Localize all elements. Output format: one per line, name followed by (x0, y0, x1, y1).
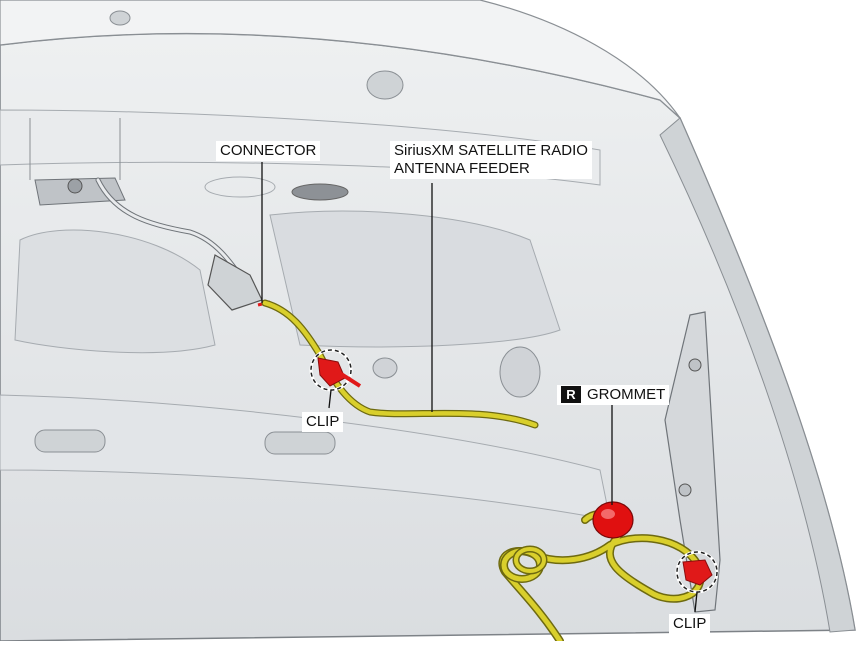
grommet (592, 501, 634, 539)
panel-slot (264, 431, 336, 455)
replace-part-badge: R (561, 386, 581, 403)
trunk-lid-side-flange (659, 117, 856, 633)
leader-clip-right (694, 591, 698, 613)
trunk-lid-rim (0, 0, 681, 119)
panel-hole (499, 346, 541, 398)
hinge-bolt (678, 483, 692, 497)
panel-hole (109, 10, 131, 26)
label-antenna-feeder: SiriusXM SATELLITE RADIO ANTENNA FEEDER (390, 141, 592, 179)
panel-slot (34, 429, 106, 453)
label-grommet: R GROMMET (557, 385, 670, 405)
panel-hole (366, 70, 404, 100)
inner-recess-left (14, 229, 216, 354)
hinge-bracket (664, 311, 721, 613)
label-clip-left: CLIP (302, 412, 344, 432)
leader-clip-left (328, 389, 332, 409)
label-grommet-text: GROMMET (587, 386, 666, 403)
clip-left (317, 357, 346, 387)
label-clip-right: CLIP (669, 614, 711, 634)
label-antenna-feeder-line1: SiriusXM SATELLITE RADIO (394, 142, 588, 159)
connector-body (207, 254, 263, 311)
panel-hole (372, 357, 398, 379)
panel-hole (204, 176, 276, 198)
inner-recess-center (269, 210, 561, 348)
clip-right (682, 559, 713, 586)
label-connector: CONNECTOR (216, 141, 321, 161)
label-antenna-feeder-line2: ANTENNA FEEDER (394, 160, 530, 177)
antenna-mount-nut (67, 178, 83, 194)
hinge-bolt (688, 358, 702, 372)
panel-hole (291, 183, 349, 201)
